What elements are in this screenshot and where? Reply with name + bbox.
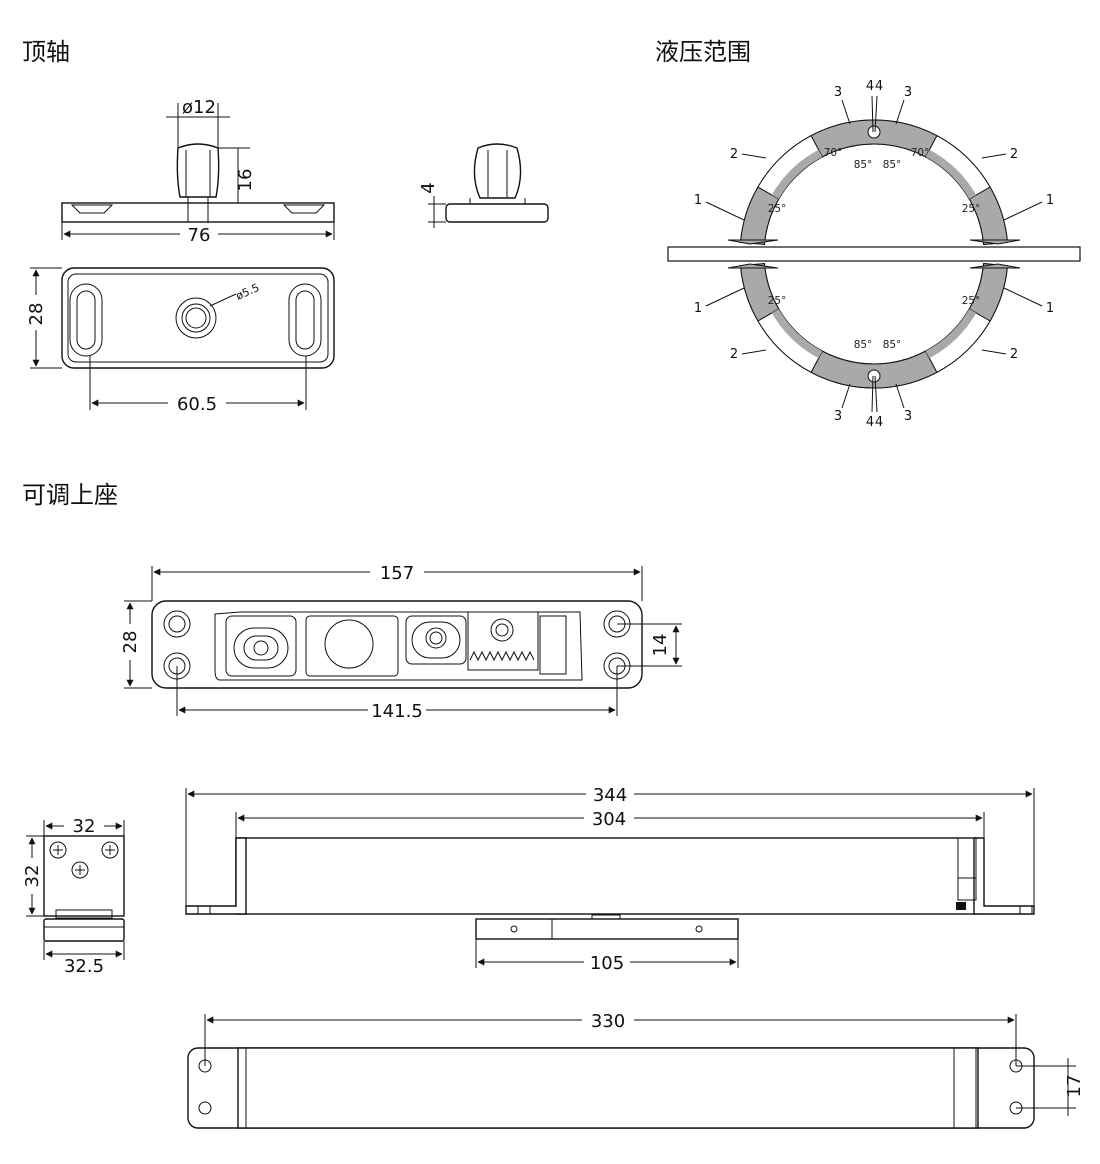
dim-plate-thickness: 4 (418, 182, 439, 193)
screw-icon (71, 861, 89, 879)
angle-label-25: 25° (768, 295, 787, 307)
label-zone-3: 3 (904, 409, 912, 424)
arrow-icon (969, 263, 1021, 269)
top-pivot-plan-view (61, 267, 335, 369)
leader-line (741, 349, 767, 355)
angle-label-25: 25° (962, 203, 981, 215)
label-zone-1: 1 (694, 301, 702, 316)
label-zone-1: 1 (1046, 193, 1054, 208)
body-front-view (185, 837, 1035, 940)
angle-label-85: 85° (854, 159, 873, 171)
label-zone-4: 4 (866, 415, 874, 430)
dim-seat-length: 157 (380, 563, 414, 584)
leader-line (841, 99, 851, 125)
adjustable-seat-plan-view (151, 600, 643, 689)
dim-slot-spacing: 60.5 (177, 394, 217, 415)
screw-icon (49, 841, 67, 859)
leader-line (705, 287, 745, 307)
leader-line (874, 375, 878, 413)
label-zone-1: 1 (1046, 301, 1054, 316)
section-title-top-pivot: 顶轴 (22, 38, 70, 66)
dim-bottom-hole-offset: 17 (1064, 1075, 1085, 1098)
zone-2-left-upper (757, 135, 824, 200)
angle-label-70: 70° (824, 147, 843, 159)
leader-line (841, 383, 851, 409)
top-pivot-side-view (445, 143, 549, 223)
angle-label-25: 25° (962, 295, 981, 307)
dim-plate-length: 76 (188, 225, 211, 246)
section-title-adjustable-top-seat: 可调上座 (22, 481, 118, 509)
leader-line (874, 95, 878, 133)
dim-arm-length: 105 (590, 953, 624, 974)
label-zone-2: 2 (1010, 147, 1018, 162)
dim-seat-hole-spacing-y: 14 (650, 634, 671, 657)
zone-2-stripe-left-upper (771, 149, 823, 200)
leader-line (741, 153, 767, 159)
dim-body-side-base: 32.5 (64, 956, 104, 977)
body-end-view (43, 835, 125, 942)
angle-label-70: 70° (911, 147, 930, 159)
label-zone-4: 4 (866, 79, 874, 94)
angle-label-25: 25° (768, 203, 787, 215)
angle-label-85: 85° (883, 339, 902, 351)
dim-body-side-width: 32 (73, 816, 96, 837)
dim-overall-length: 344 (593, 785, 627, 806)
leader-line (1003, 201, 1043, 221)
top-pivot-front-view (61, 143, 335, 223)
label-zone-1: 1 (694, 193, 702, 208)
label-zone-4: 4 (875, 415, 883, 430)
dim-bottom-hole-spacing: 330 (591, 1011, 625, 1032)
label-zone-3: 3 (834, 409, 842, 424)
arrow-icon (969, 239, 1021, 245)
leader-line (705, 201, 745, 221)
door-bar (667, 246, 1081, 262)
zone-2-stripe-right-upper (925, 149, 977, 200)
section-title-hydraulic-range: 液压范围 (655, 38, 751, 66)
label-zone-2: 2 (1010, 347, 1018, 362)
label-zone-3: 3 (834, 85, 842, 100)
zone-2-stripe-right-lower (925, 308, 977, 359)
label-zone-4: 4 (875, 79, 883, 94)
leader-line (871, 375, 874, 413)
label-zone-3: 3 (904, 85, 912, 100)
angle-label-85: 85° (883, 159, 902, 171)
leader-line (871, 95, 874, 133)
dim-pin-height: 16 (235, 169, 256, 192)
screw-icon (101, 841, 119, 859)
zone-2-right-lower (924, 308, 991, 373)
zone-2-stripe-left-lower (771, 308, 823, 359)
label-zone-2: 2 (730, 347, 738, 362)
dim-body-length: 304 (592, 809, 626, 830)
dim-seat-hole-spacing-x: 141.5 (371, 701, 423, 722)
zone-4-hole-upper (867, 125, 881, 139)
zone-2-right-upper (924, 135, 991, 200)
dim-pin-diameter: ø12 (182, 97, 216, 118)
leader-line (895, 99, 905, 125)
dim-body-side-height: 32 (22, 865, 43, 888)
label-zone-2: 2 (730, 147, 738, 162)
zone-2-left-lower (757, 308, 824, 373)
leader-line (895, 383, 905, 409)
dim-seat-width: 28 (120, 631, 141, 654)
zone-4-hole-lower (867, 369, 881, 383)
leader-line (1003, 287, 1043, 307)
angle-label-85: 85° (854, 339, 873, 351)
arrow-icon (727, 263, 779, 269)
arrow-icon (727, 239, 779, 245)
dim-plate-width: 28 (26, 303, 47, 326)
leader-line (981, 349, 1007, 355)
body-bottom-view (187, 1047, 1035, 1129)
leader-line (981, 153, 1007, 159)
